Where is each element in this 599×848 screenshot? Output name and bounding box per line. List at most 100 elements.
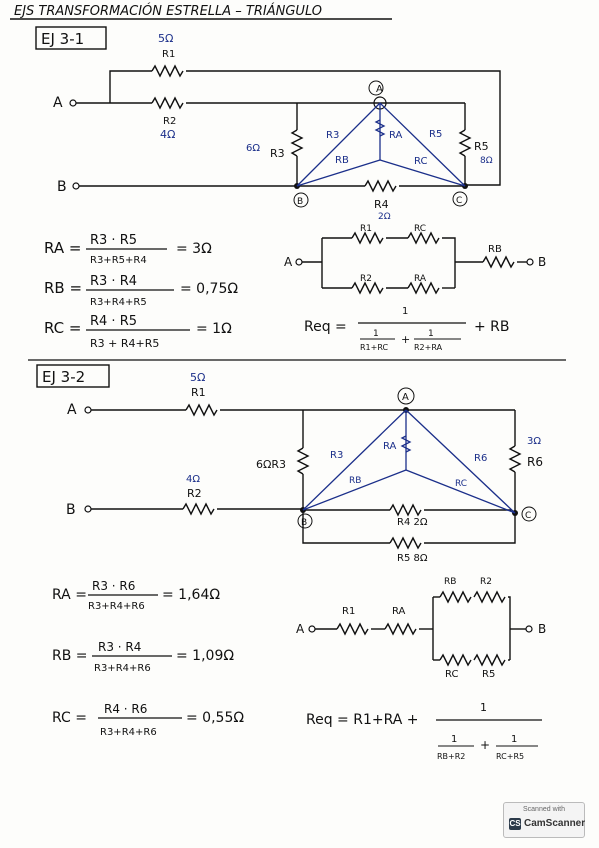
delta-r3: R3 (326, 130, 339, 141)
node-b: B (297, 197, 303, 207)
svg-text:R3+R4+R6: R3+R4+R6 (94, 663, 151, 674)
ex2-formula-rb: RB = R3 · R4 R3+R4+R6 = 1,09Ω (52, 640, 234, 674)
ex1-req-formula: Req = 1 1 R1+RC + 1 R2+RA + RB (304, 306, 510, 352)
node-a: A (376, 84, 383, 95)
svg-text:RB: RB (444, 577, 456, 587)
page-title: EJS TRANSFORMACIÓN ESTRELLA – TRIÁNGULO (14, 3, 322, 19)
ex2-star-rc: RC (455, 479, 467, 489)
svg-text:1: 1 (428, 329, 434, 339)
ex2-node-a: A (402, 392, 409, 403)
svg-text:= 0,75Ω: = 0,75Ω (180, 281, 238, 297)
ex2-delta-r3: R3 (330, 450, 343, 461)
svg-text:R4 · R5: R4 · R5 (90, 314, 137, 329)
ex2-node-c: C (525, 511, 531, 521)
svg-text:1: 1 (511, 734, 517, 745)
svg-text:RA =: RA = (44, 239, 81, 257)
svg-text:= 1,09Ω: = 1,09Ω (176, 648, 234, 664)
svg-text:R3+R5+R4: R3+R5+R4 (90, 255, 147, 266)
ex2-r4-label: R4 2Ω (397, 517, 428, 528)
svg-text:A: A (296, 622, 305, 636)
camscanner-badge: Scanned with CS CamScanner (503, 802, 585, 838)
exercise-2-label: EJ 3-2 (42, 368, 85, 386)
ex2-r1-value: 5Ω (190, 371, 205, 384)
svg-text:R1: R1 (360, 224, 372, 234)
ex2-req-formula: Req = R1+RA + 1 1 RB+R2 + 1 RC+R5 (306, 701, 542, 761)
svg-text:Req =: Req = (304, 319, 347, 335)
r2-label: R2 (163, 116, 176, 127)
svg-text:R2+RA: R2+RA (414, 343, 443, 352)
svg-text:R3+R4+R6: R3+R4+R6 (88, 601, 145, 612)
svg-text:= 1,64Ω: = 1,64Ω (162, 587, 220, 603)
ex1-formula-rc: RC = R4 · R5 R3 + R4+R5 = 1Ω (44, 314, 232, 350)
svg-text:R4 · R6: R4 · R6 (104, 702, 147, 716)
svg-text:= 3Ω: = 3Ω (176, 241, 212, 257)
ex2-star-ra: RA (383, 441, 397, 452)
r5-value: 8Ω (480, 156, 493, 166)
svg-text:RA =: RA = (52, 587, 87, 603)
svg-text:= 0,55Ω: = 0,55Ω (186, 710, 244, 726)
ex2-formula-rc: RC = R4 · R6 R3+R4+R6 = 0,55Ω (52, 702, 244, 738)
svg-text:1: 1 (480, 701, 487, 714)
svg-text:RC: RC (414, 224, 426, 234)
star-rc: RC (414, 156, 427, 167)
svg-text:RB =: RB = (52, 648, 88, 664)
ex2-equivalent-circuit: A R1 RA RB R2 RC R5 B (296, 577, 546, 680)
star-rb: RB (335, 155, 349, 166)
svg-text:R3 · R6: R3 · R6 (92, 579, 135, 593)
ex1-formula-rb: RB = R3 · R4 R3+R4+R5 = 0,75Ω (44, 274, 238, 308)
delta-r5: R5 (429, 129, 442, 140)
svg-text:1: 1 (451, 734, 457, 745)
svg-text:RC =: RC = (44, 319, 82, 337)
svg-text:+ RB: + RB (474, 319, 510, 335)
ex2-terminal-b: B (66, 502, 76, 518)
svg-text:R3+R4+R6: R3+R4+R6 (100, 727, 157, 738)
svg-text:A: A (284, 255, 293, 269)
r4-label: R4 (374, 198, 389, 211)
r1-value: 5Ω (158, 32, 173, 45)
svg-text:+: + (401, 333, 410, 346)
svg-text:RC+R5: RC+R5 (496, 752, 524, 761)
ex2-star-rb: RB (349, 476, 361, 486)
svg-text:R3 · R4: R3 · R4 (98, 640, 141, 654)
ex1-formula-ra: RA = R3 · R5 R3+R5+R4 = 3Ω (44, 233, 212, 266)
svg-text:B: B (538, 255, 546, 269)
svg-text:RB =: RB = (44, 279, 82, 297)
ex2-node-b: B (301, 518, 307, 528)
svg-text:Req = R1+RA +: Req = R1+RA + (306, 712, 419, 728)
svg-text:1: 1 (402, 306, 408, 317)
svg-text:RC: RC (445, 669, 458, 680)
ex2-r2-label: R2 (187, 487, 202, 500)
svg-text:1: 1 (373, 329, 379, 339)
svg-text:R5: R5 (482, 669, 495, 680)
svg-text:B: B (538, 622, 546, 636)
r3-label: R3 (270, 147, 285, 160)
r1-label: R1 (162, 49, 175, 60)
terminal-a: A (53, 95, 63, 111)
svg-text:RB+R2: RB+R2 (437, 752, 465, 761)
svg-text:R3 · R5: R3 · R5 (90, 233, 137, 248)
ex2-r2-value: 4Ω (186, 474, 200, 485)
ex2-delta-r6: R6 (474, 453, 487, 464)
star-ra: RA (389, 130, 403, 141)
camscanner-brand: CamScanner (524, 818, 586, 829)
ex2-r6-label: R6 (527, 455, 543, 469)
r3-value: 6Ω (246, 143, 260, 154)
ex2-r6-value: 3Ω (527, 436, 541, 447)
r2-value: 4Ω (160, 128, 175, 141)
svg-text:R1+RC: R1+RC (360, 343, 389, 352)
node-c: C (456, 196, 462, 206)
svg-text:R1: R1 (342, 606, 355, 617)
svg-text:RB: RB (488, 244, 502, 255)
svg-text:RA: RA (414, 274, 427, 284)
r5-label: R5 (474, 140, 489, 153)
svg-text:RA: RA (392, 606, 406, 617)
svg-text:R2: R2 (360, 274, 372, 284)
svg-text:R3 · R4: R3 · R4 (90, 274, 137, 289)
r4-value: 2Ω (378, 212, 391, 222)
terminal-b: B (57, 179, 67, 195)
svg-text:R3 + R4+R5: R3 + R4+R5 (90, 337, 159, 350)
svg-text:= 1Ω: = 1Ω (196, 321, 232, 337)
svg-text:RC =: RC = (52, 710, 87, 726)
exercise-1-label: EJ 3-1 (41, 30, 84, 48)
ex2-terminal-a: A (67, 402, 77, 418)
